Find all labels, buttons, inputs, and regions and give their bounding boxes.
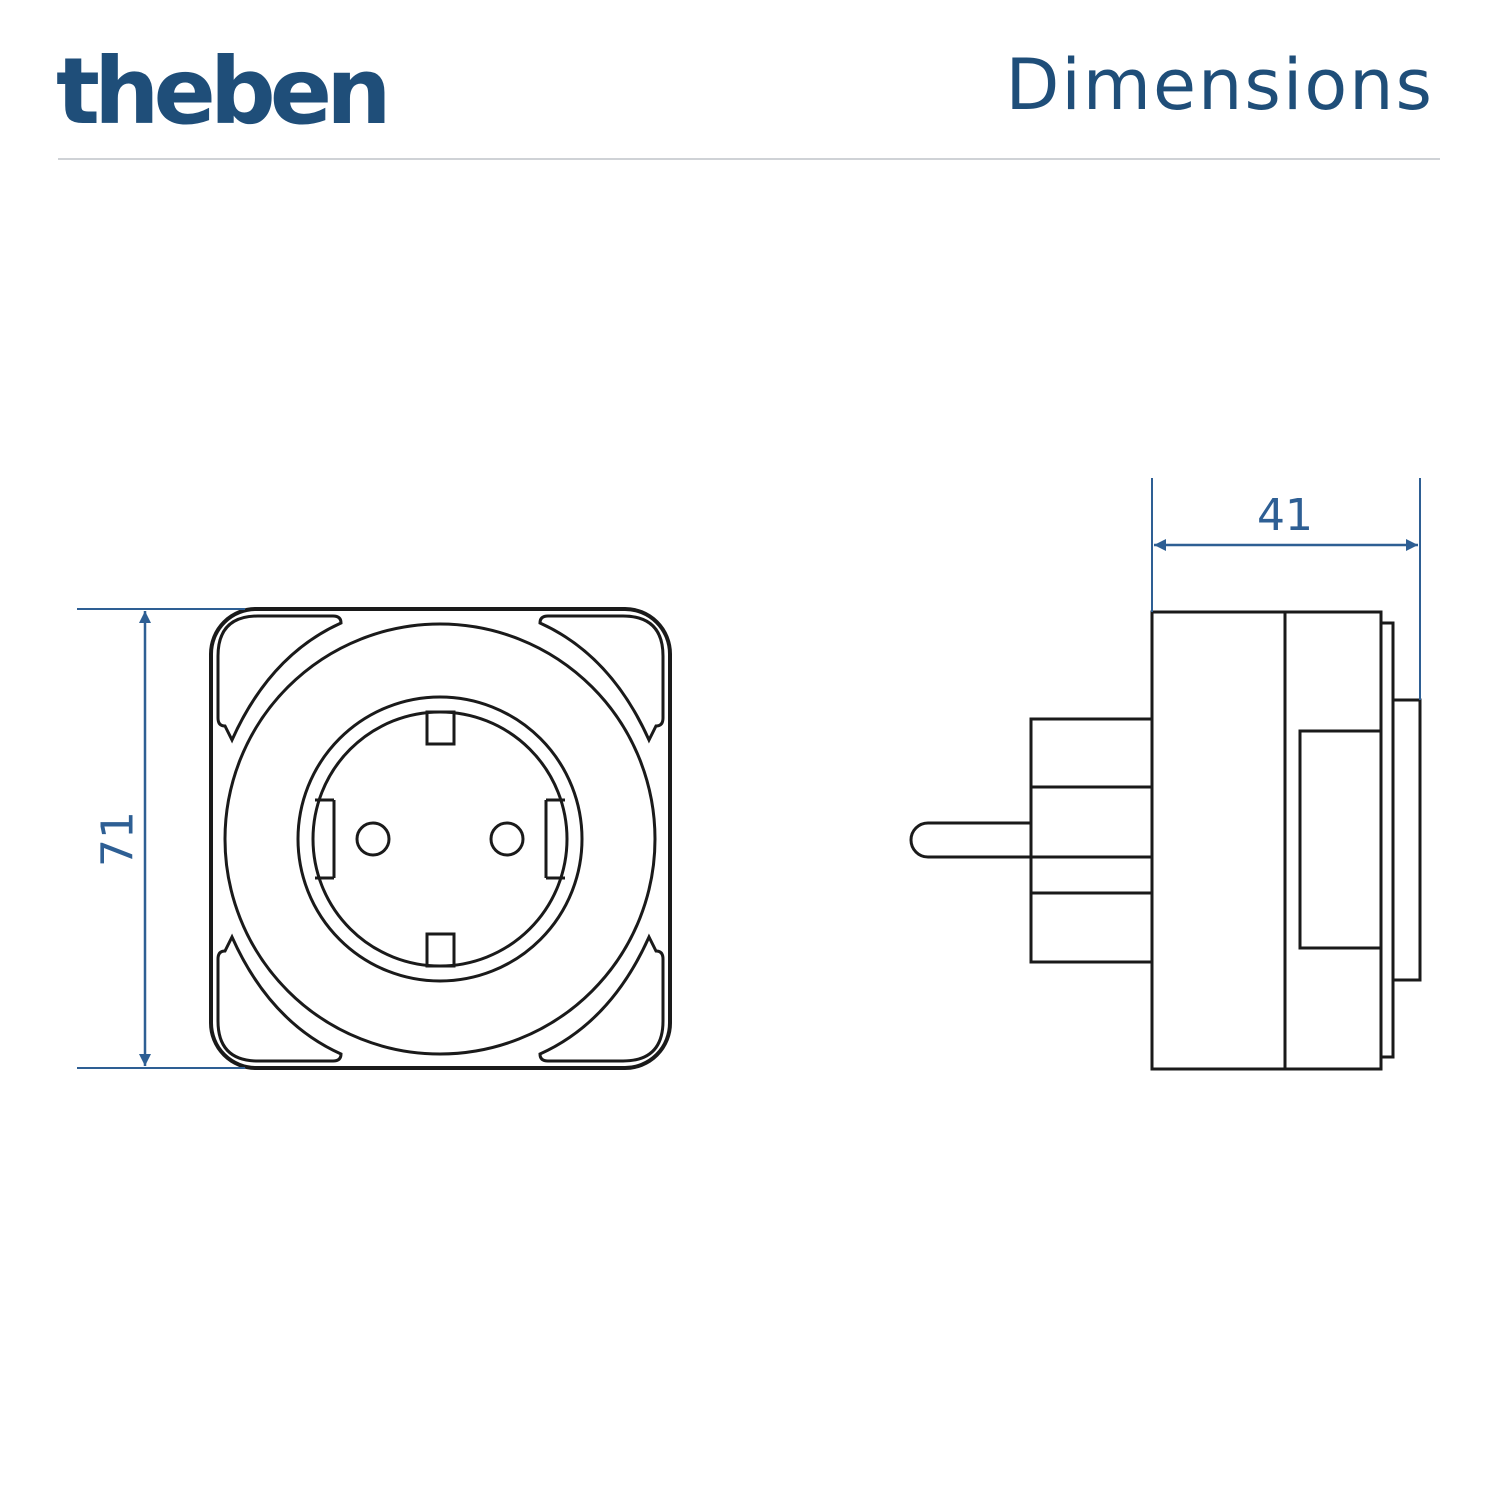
side-view (909, 610, 1422, 1071)
corner-pad-bottom-right (538, 933, 665, 1063)
earth-clip-top (425, 710, 456, 746)
socket-recess (311, 710, 569, 968)
depth-value: 41 (1257, 490, 1313, 541)
front-view (209, 607, 672, 1070)
outer-ring (223, 622, 657, 1056)
side-button (1393, 698, 1422, 982)
height-value: 71 (93, 811, 144, 867)
socket-rim (296, 695, 584, 983)
pin-hole-right (489, 821, 525, 857)
front-housing (209, 607, 672, 1070)
page-title: Dimensions (1005, 44, 1434, 126)
brand-logo: theben (56, 38, 392, 145)
corner-pad-top-left (216, 614, 343, 744)
earth-clip-bottom (425, 932, 456, 968)
plug-pin (909, 821, 1031, 859)
corner-pad-bottom-left (216, 933, 343, 1063)
side-bezel (1381, 621, 1395, 1059)
header-divider (58, 158, 1440, 160)
plug-body (1029, 717, 1154, 964)
side-inner-step (1298, 729, 1381, 950)
side-housing-front (1283, 610, 1383, 1071)
pin-hole-left (355, 821, 391, 857)
side-housing-rear (1150, 610, 1287, 1071)
corner-pad-top-right (538, 614, 665, 744)
height-dimension (77, 608, 245, 1069)
depth-dimension (1151, 478, 1421, 700)
